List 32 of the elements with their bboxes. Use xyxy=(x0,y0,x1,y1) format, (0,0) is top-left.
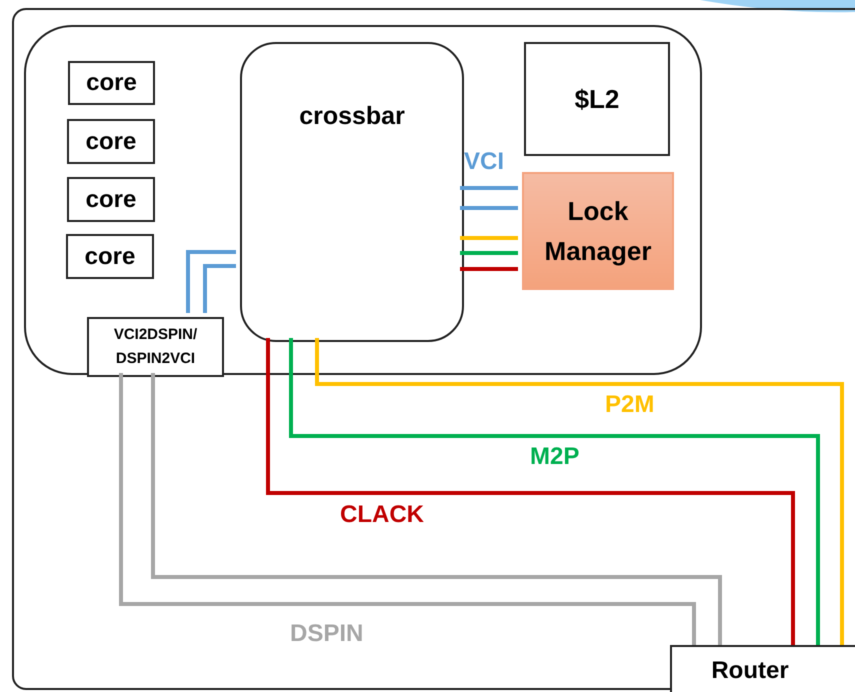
edge-label: P2M xyxy=(605,393,654,417)
connector-line xyxy=(186,250,236,313)
node-label: core xyxy=(84,242,136,272)
cache-box xyxy=(524,42,670,156)
converter-box xyxy=(87,317,224,377)
connector-line xyxy=(460,206,518,210)
core-box xyxy=(68,61,155,105)
outer-frame xyxy=(12,8,855,690)
core-box xyxy=(67,177,155,222)
lock-manager-box xyxy=(522,172,674,290)
edge-label: VCI xyxy=(464,150,504,174)
node-label: Router xyxy=(711,656,789,686)
connector-line xyxy=(460,267,518,271)
connector-line xyxy=(460,251,518,255)
connector-line xyxy=(460,236,518,240)
core-box xyxy=(67,119,155,164)
connector-line xyxy=(460,186,518,190)
node-label: core xyxy=(86,68,137,98)
node-label: Lock Manager xyxy=(544,195,652,268)
crossbar-box xyxy=(240,42,464,342)
edge-label: DSPIN xyxy=(290,622,364,646)
core-box xyxy=(66,234,154,279)
node-label: VCI2DSPIN/ DSPIN2VCI xyxy=(112,325,198,369)
edge-label: M2P xyxy=(530,445,580,469)
node-label: core xyxy=(86,184,136,214)
node-label: crossbar xyxy=(299,101,405,132)
edge-label: CLACK xyxy=(340,503,424,527)
connector-line xyxy=(203,264,236,313)
cluster-box xyxy=(24,25,702,375)
node-label: core xyxy=(86,126,136,156)
node-label: $L2 xyxy=(574,82,620,116)
router-box xyxy=(670,645,855,692)
